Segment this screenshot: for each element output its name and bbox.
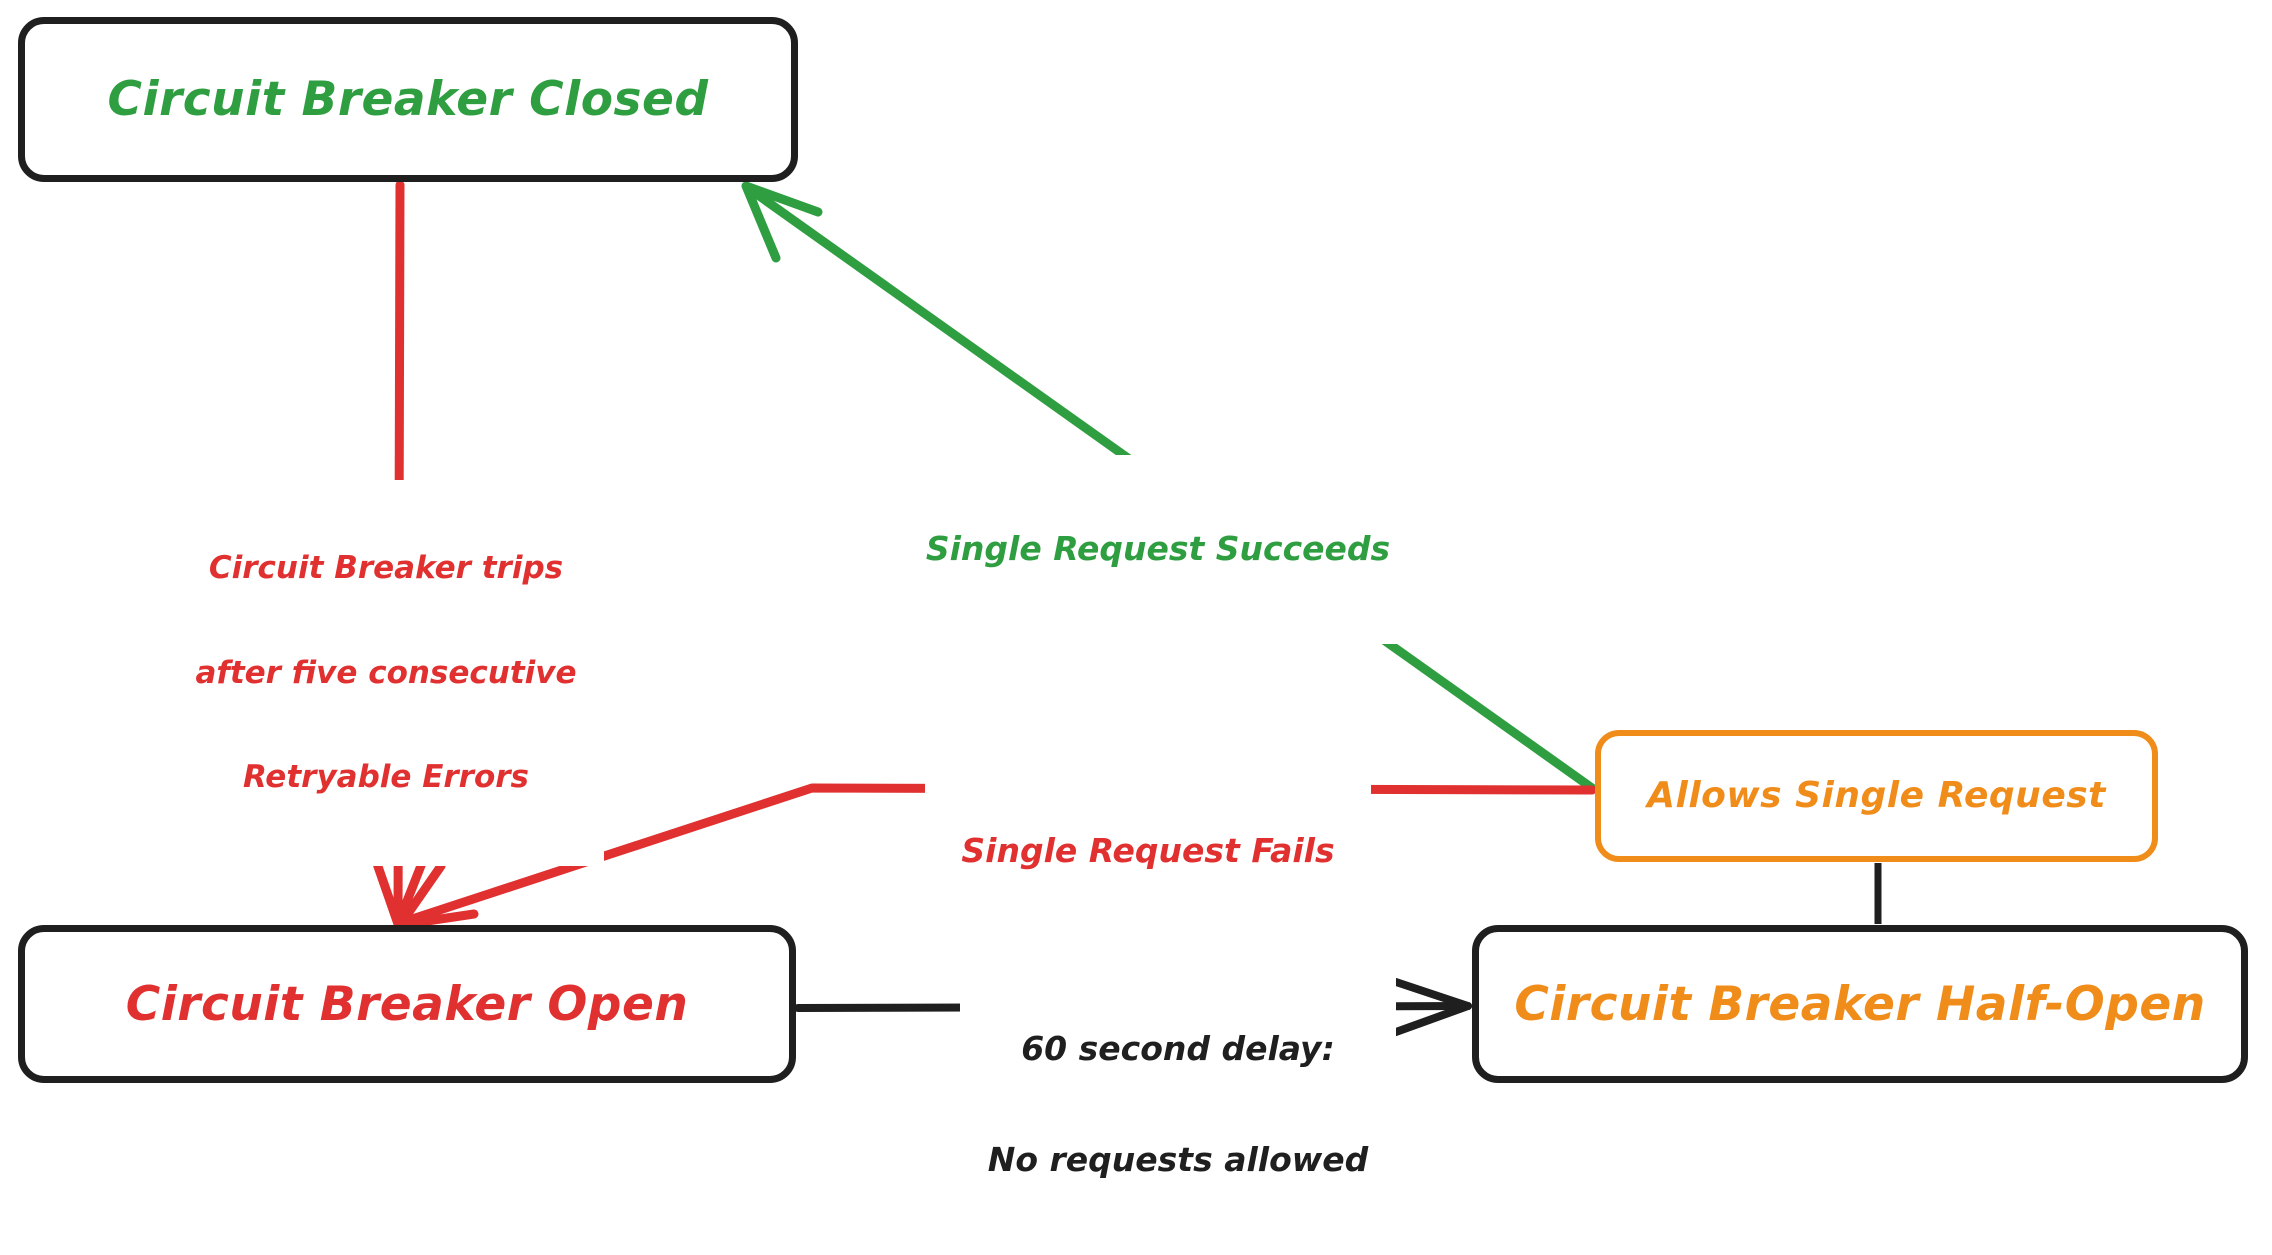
edge-label-trips-line2: after five consecutive bbox=[195, 654, 577, 691]
node-circuit-breaker-half-open[interactable]: Circuit Breaker Half-Open bbox=[1472, 925, 2248, 1083]
node-allows-single-request[interactable]: Allows Single Request bbox=[1595, 730, 2158, 862]
edge-label-trips-line3: Retryable Errors bbox=[242, 758, 529, 795]
edge-label-fails-text: Single Request Fails bbox=[961, 830, 1335, 870]
edge-label-trips: Circuit Breaker trips after five consecu… bbox=[168, 480, 604, 866]
edge-label-fails: Single Request Fails bbox=[925, 757, 1371, 946]
node-label-allows: Allows Single Request bbox=[1647, 775, 2106, 816]
state-diagram-canvas: Circuit Breaker Closed Circuit Breaker O… bbox=[18, 17, 2248, 1178]
node-label-closed: Circuit Breaker Closed bbox=[107, 72, 709, 127]
edge-label-delay: 60 second delay: No requests allowed bbox=[960, 955, 1396, 1255]
edge-label-delay-line2: No requests allowed bbox=[987, 1139, 1369, 1179]
node-label-half-open: Circuit Breaker Half-Open bbox=[1514, 976, 2206, 1032]
edge-label-succeeds-text: Single Request Succeeds bbox=[925, 528, 1391, 568]
edge-label-delay-line1: 60 second delay: bbox=[1021, 1028, 1335, 1068]
node-circuit-breaker-open[interactable]: Circuit Breaker Open bbox=[18, 925, 796, 1083]
node-label-open: Circuit Breaker Open bbox=[125, 976, 689, 1032]
edge-label-succeeds: Single Request Succeeds bbox=[900, 455, 1416, 644]
edge-label-trips-line1: Circuit Breaker trips bbox=[208, 550, 564, 587]
node-circuit-breaker-closed[interactable]: Circuit Breaker Closed bbox=[18, 17, 798, 182]
